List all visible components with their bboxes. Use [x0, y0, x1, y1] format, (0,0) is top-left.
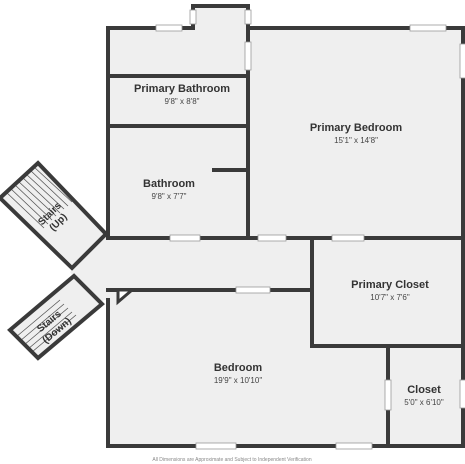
primary-bedroom-floor	[248, 28, 463, 238]
closet-floor	[388, 346, 463, 444]
window-bedroom-bottom-2	[335, 442, 373, 450]
stairs-down-treads	[15, 299, 77, 353]
stairs-down-floor	[10, 270, 104, 356]
stairs-down-outline	[7, 273, 105, 361]
bathroom-floor	[108, 126, 248, 238]
closet-label: Closet	[407, 384, 441, 396]
windows	[155, 9, 465, 450]
stairs-up-treads	[5, 166, 73, 229]
window-bay-right	[244, 9, 252, 25]
hallway-floor	[100, 238, 312, 290]
corner-column	[116, 288, 137, 306]
bathroom-label: Bathroom	[143, 178, 195, 190]
bedroom-label: Bedroom	[214, 362, 263, 374]
primary-bedroom-label: Primary Bedroom	[310, 122, 403, 134]
window-primary-bed-top	[409, 24, 447, 32]
closet-dims: 5'0" x 6'10"	[404, 398, 444, 407]
opening-bedroom-hall	[235, 286, 271, 294]
window-bedroom-bottom-1	[195, 442, 237, 450]
bathroom-dims: 9'8" x 7'7"	[152, 192, 187, 201]
opening-bath-hall	[169, 234, 201, 242]
primary-bathroom-dims: 9'8" x 8'8"	[165, 97, 200, 106]
window-primary-bath-top	[155, 24, 183, 32]
window-bay-floor	[193, 8, 248, 28]
primary-closet-dims: 10'7" x 7'6"	[370, 293, 410, 302]
door-closet	[384, 379, 392, 411]
window-bay-left	[189, 9, 197, 25]
disclaimer: All Dimensions are Approximate and Subje…	[152, 457, 311, 463]
opening-primary-bed-hall-2	[331, 234, 365, 242]
bedroom-floor	[108, 290, 388, 444]
primary-closet-label: Primary Closet	[351, 279, 429, 291]
opening-primary-bed-hall-1	[257, 234, 287, 242]
window-primary-bed-right	[459, 43, 465, 79]
bedroom-dims: 19'9" x 10'10"	[214, 376, 262, 385]
stairs-up-outline	[0, 160, 109, 271]
primary-bathroom-label: Primary Bathroom	[134, 83, 230, 95]
floor-areas	[0, 8, 463, 444]
primary-bedroom-dims: 15'1" x 14'8"	[334, 136, 378, 145]
window-closet-right	[459, 379, 465, 409]
door-primary-bed-left	[244, 41, 252, 71]
